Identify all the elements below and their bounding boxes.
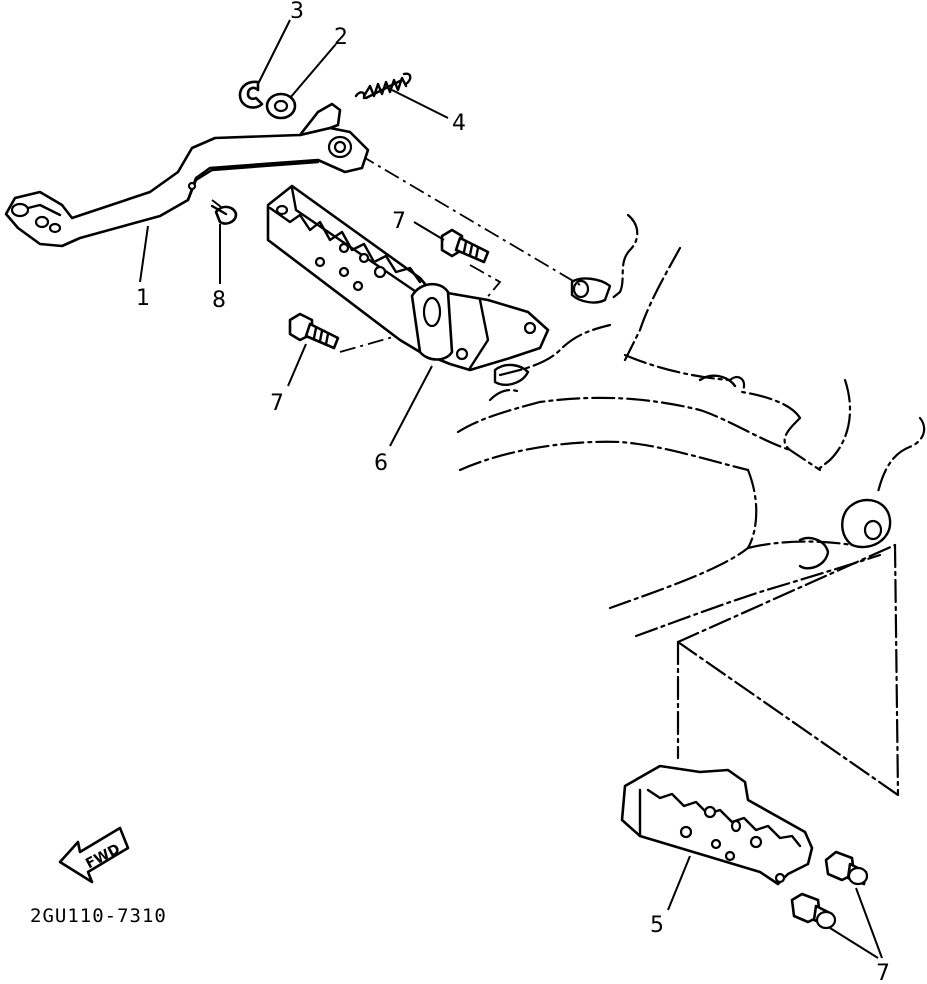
washer	[265, 92, 297, 120]
bolt-upper	[440, 228, 490, 264]
bolt-step-lower	[790, 892, 837, 930]
fwd-arrow: FWD	[58, 826, 130, 884]
drawing-code: 2GU110-7310	[30, 905, 167, 927]
callout-2: 2	[334, 25, 348, 50]
left-footrest	[620, 764, 814, 886]
mounting-guide-lines	[211, 154, 900, 797]
callout-6: 6	[374, 451, 388, 476]
callout-4: 4	[452, 111, 466, 136]
callout-5: 5	[650, 913, 664, 938]
callout-7-upper: 7	[392, 209, 406, 234]
callout-7-right: 7	[876, 961, 890, 984]
callout-3: 3	[290, 0, 304, 24]
return-spring	[354, 72, 412, 100]
bolt-step-upper	[824, 850, 869, 886]
circlip	[238, 80, 264, 109]
bolt-lower-left	[288, 312, 340, 350]
callout-labels: 3 2 4 1 8 7 7 6 5 7	[136, 0, 890, 984]
right-footrest	[266, 184, 550, 372]
frame-brackets	[493, 277, 892, 570]
callout-8: 8	[212, 288, 226, 313]
leader-lines	[139, 19, 883, 959]
frame-outline	[456, 213, 926, 638]
callout-1: 1	[136, 286, 150, 311]
callout-7-left: 7	[270, 391, 284, 416]
brake-pedal	[4, 102, 370, 248]
cotter-pin	[210, 204, 238, 225]
